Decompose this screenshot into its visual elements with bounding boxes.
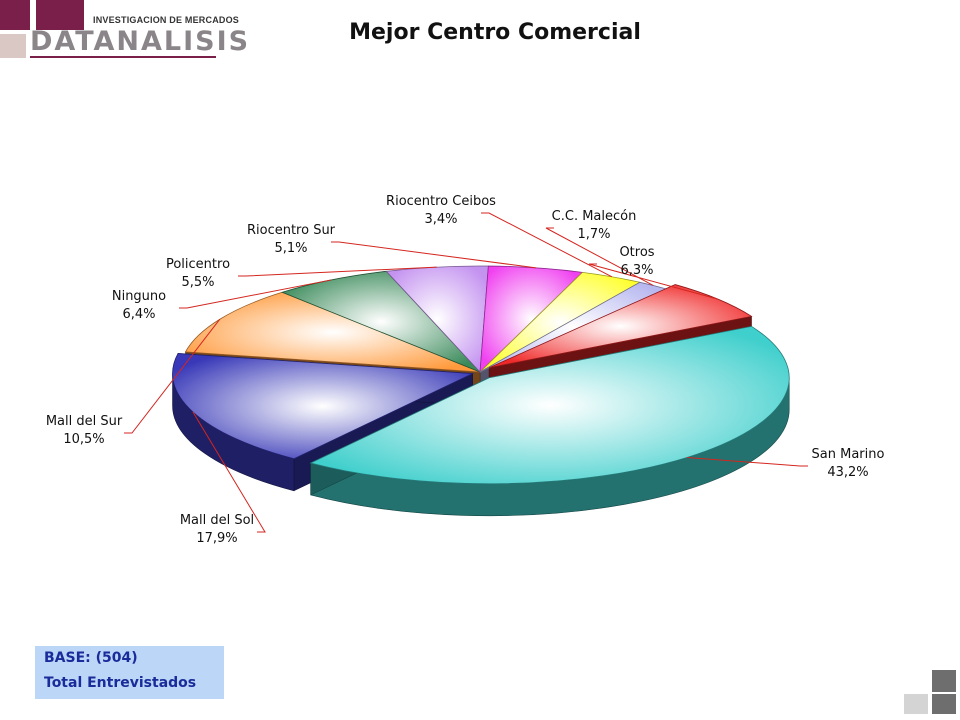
leader-line-otros (588, 263, 718, 300)
slice-value-mall-del-sur: 10,5% (63, 432, 104, 447)
leader-line-c-c-malec-n (545, 227, 654, 286)
leader-line-mall-del-sur (124, 318, 221, 434)
logo-wordmark: DATANALISIS (30, 26, 251, 57)
base-description: Total Entrevistados (44, 675, 197, 691)
slice-label-riocentro-sur: Riocentro Sur (247, 223, 336, 238)
slice-label-mall-del-sur: Mall del Sur (46, 414, 123, 429)
leader-line-ninguno (179, 279, 332, 309)
slice-value-mall-del-sol: 17,9% (196, 531, 237, 546)
leader-line-policentro (238, 266, 437, 277)
slice-mall-del-sur (184, 291, 481, 373)
leader-line-mall-del-sol (192, 411, 266, 533)
slice-ninguno (281, 270, 481, 373)
slice-value-otros: 6,3% (620, 263, 653, 278)
slice-label-mall-del-sol: Mall del Sol (180, 513, 254, 528)
slice-value-ninguno: 6,4% (122, 307, 155, 322)
base-info-box: BASE: (504) Total Entrevistados (35, 646, 224, 699)
slice-value-san-marino: 43,2% (827, 465, 868, 480)
slice-value-policentro: 5,5% (181, 275, 214, 290)
slice-label-ninguno: Ninguno (112, 289, 166, 304)
slice-value-riocentro-sur: 5,1% (274, 241, 307, 256)
leader-line-riocentro-ceibos (481, 212, 613, 278)
leader-line-san-marino (686, 456, 808, 467)
base-count: BASE: (504) (44, 650, 138, 666)
slice-label-c-c-malec-n: C.C. Malecón (552, 209, 637, 224)
slice-san-marino (309, 325, 790, 485)
chart-title: Mejor Centro Comercial (349, 20, 641, 45)
slice-label-otros: Otros (619, 245, 654, 260)
slice-mall-del-sol (172, 353, 475, 460)
slice-label-riocentro-ceibos: Riocentro Ceibos (386, 194, 496, 209)
slice-value-c-c-malec-n: 1,7% (577, 227, 610, 242)
slice-label-san-marino: San Marino (812, 447, 885, 462)
datanalisis-logo: INVESTIGACION DE MERCADOS DATANALISIS (0, 0, 248, 60)
slice-label-policentro: Policentro (166, 257, 230, 272)
logo-subtitle: INVESTIGACION DE MERCADOS (93, 15, 240, 25)
leader-line-riocentro-sur (331, 241, 537, 269)
slice-value-riocentro-ceibos: 3,4% (424, 212, 457, 227)
